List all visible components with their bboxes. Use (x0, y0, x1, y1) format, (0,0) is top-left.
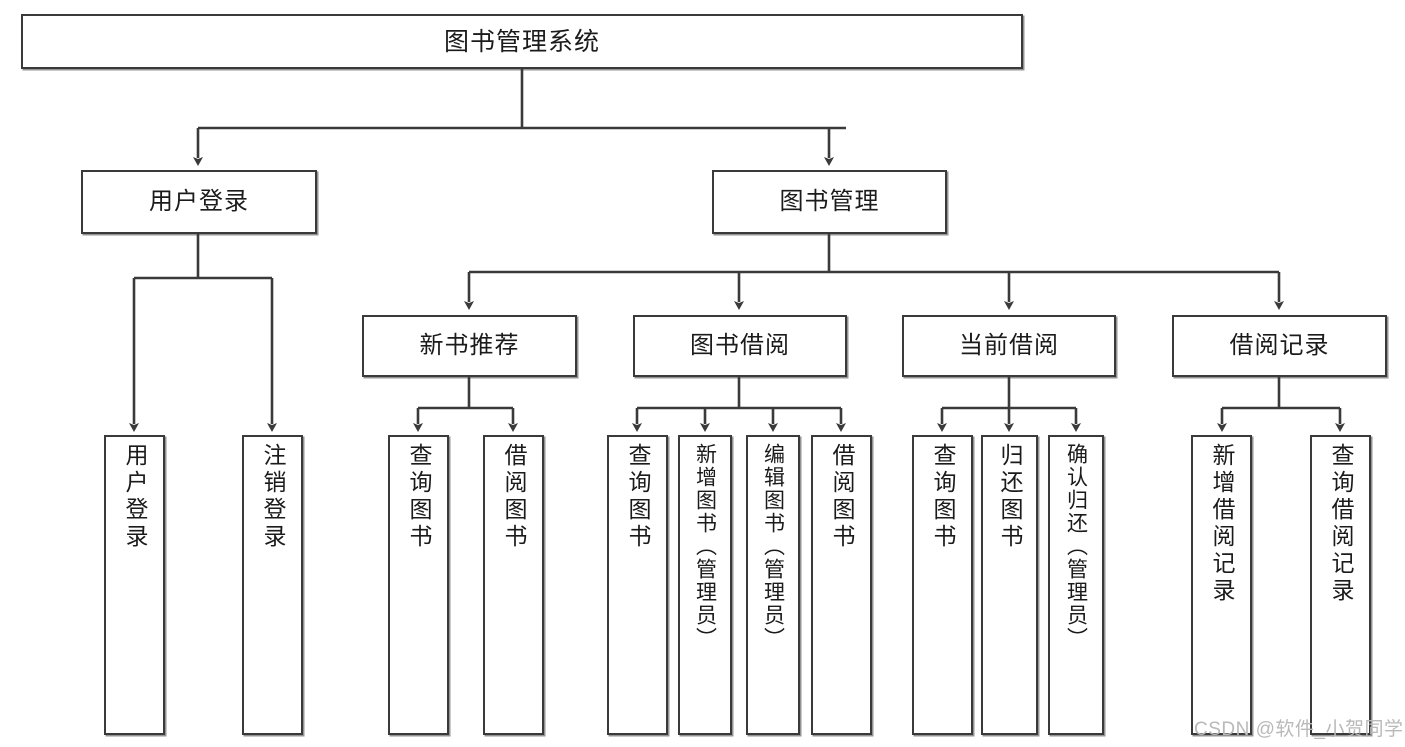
node-book-manage[interactable]: 图书管理 (712, 170, 947, 234)
node-user-login-label: 用户登录 (149, 187, 249, 215)
node-current-borrow[interactable]: 当前借阅 (902, 315, 1116, 377)
node-leaf-add-book[interactable]: 新增图书（管理员） (678, 435, 732, 735)
node-leaf-query-record[interactable]: 查询借阅记录 (1310, 435, 1371, 735)
node-leaf-add-record[interactable]: 新增借阅记录 (1191, 435, 1252, 735)
node-leaf-borrow-book-2[interactable]: 借阅图书 (811, 435, 872, 735)
node-new-book-recommend-label: 新书推荐 (419, 331, 520, 359)
node-leaf-query-book-2-label: 查询图书 (625, 443, 651, 551)
node-leaf-return-book[interactable]: 归还图书 (981, 435, 1038, 735)
node-leaf-confirm-return[interactable]: 确认归还（管理员） (1048, 435, 1104, 735)
node-leaf-return-book-label: 归还图书 (997, 443, 1023, 551)
node-leaf-query-book-1-label: 查询图书 (406, 443, 432, 551)
node-leaf-add-book-label: 新增图书（管理员） (693, 443, 717, 650)
node-leaf-borrow-book-2-label: 借阅图书 (829, 443, 855, 551)
node-leaf-confirm-return-label: 确认归还（管理员） (1064, 443, 1088, 650)
node-book-borrow[interactable]: 图书借阅 (633, 315, 847, 377)
node-root[interactable]: 图书管理系统 (21, 14, 1023, 69)
node-borrow-record[interactable]: 借阅记录 (1172, 315, 1387, 377)
node-leaf-query-record-label: 查询借阅记录 (1328, 443, 1354, 605)
node-borrow-record-label: 借阅记录 (1229, 331, 1330, 359)
node-leaf-edit-book[interactable]: 编辑图书（管理员） (746, 435, 800, 735)
node-leaf-logout[interactable]: 注销登录 (242, 435, 303, 735)
node-user-login[interactable]: 用户登录 (81, 170, 317, 234)
node-current-borrow-label: 当前借阅 (959, 331, 1059, 359)
node-leaf-query-book-3-label: 查询图书 (930, 443, 956, 551)
node-leaf-borrow-book-1-label: 借阅图书 (501, 443, 527, 551)
node-book-manage-label: 图书管理 (779, 187, 880, 215)
node-leaf-query-book-2[interactable]: 查询图书 (607, 435, 668, 735)
node-leaf-edit-book-label: 编辑图书（管理员） (761, 443, 785, 650)
node-leaf-query-book-3[interactable]: 查询图书 (912, 435, 973, 735)
node-leaf-user-login[interactable]: 用户登录 (104, 435, 165, 735)
node-leaf-add-record-label: 新增借阅记录 (1209, 443, 1235, 605)
node-leaf-logout-label: 注销登录 (260, 443, 286, 551)
node-book-borrow-label: 图书借阅 (690, 331, 790, 359)
watermark: CSDN @软件_小贺同学 (1194, 719, 1404, 740)
node-leaf-query-book-1[interactable]: 查询图书 (388, 435, 449, 735)
node-leaf-borrow-book-1[interactable]: 借阅图书 (483, 435, 544, 735)
node-leaf-user-login-label: 用户登录 (122, 443, 148, 551)
node-root-label: 图书管理系统 (443, 27, 600, 56)
node-new-book-recommend[interactable]: 新书推荐 (362, 315, 577, 377)
